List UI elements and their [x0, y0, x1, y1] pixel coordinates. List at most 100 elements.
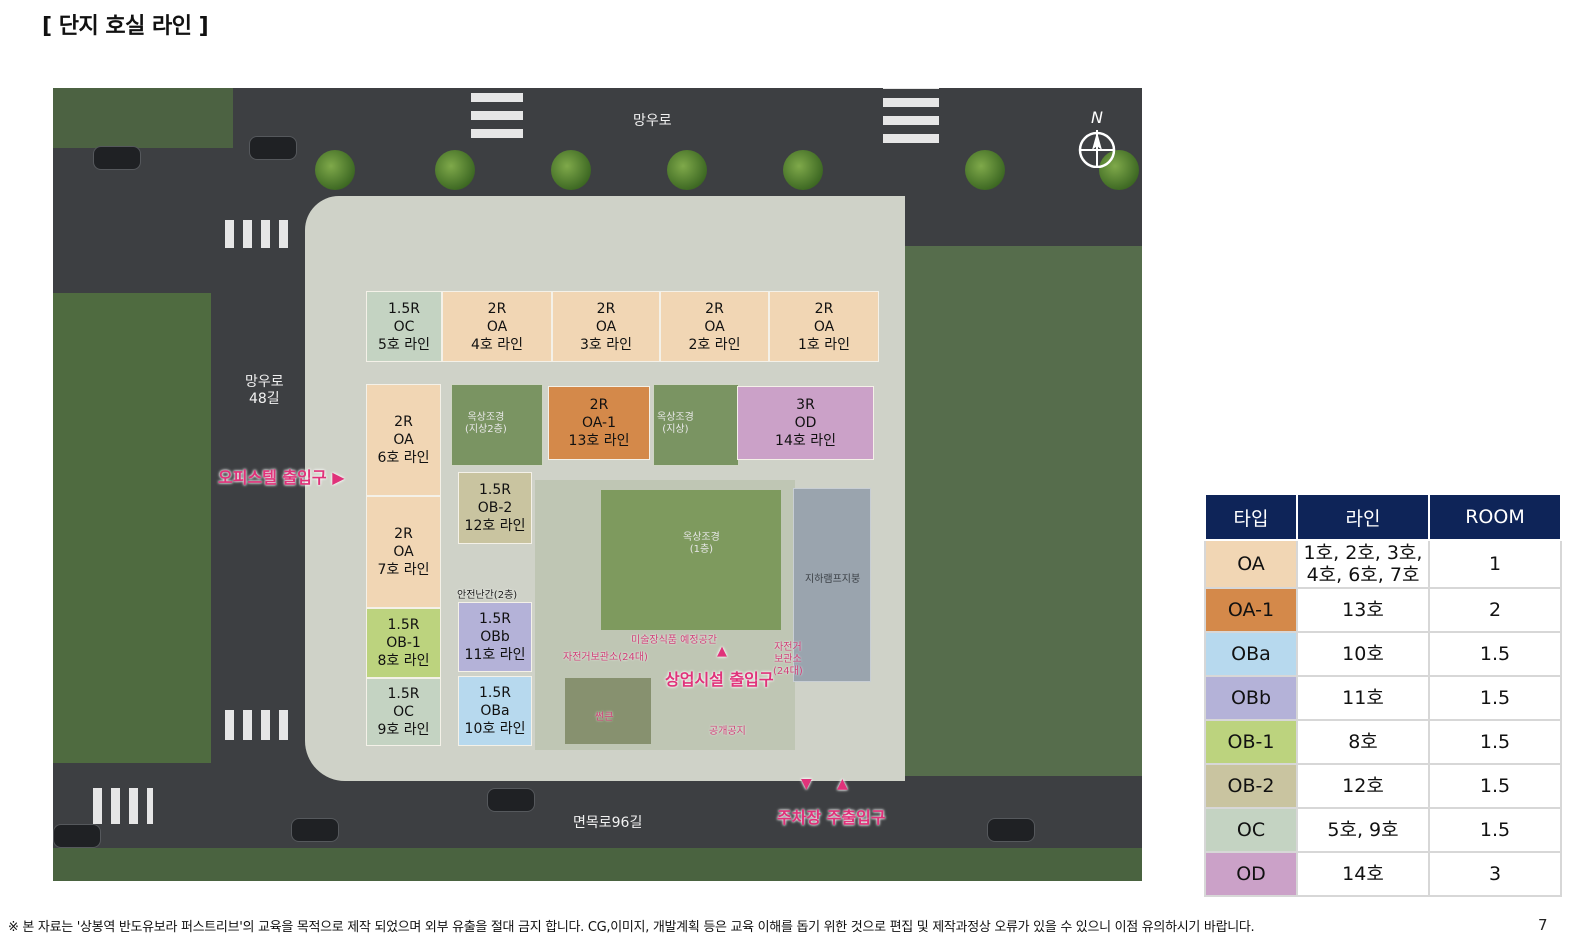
unit-line: 3호 라인: [580, 336, 632, 353]
legend-line: 11호: [1296, 675, 1430, 721]
legend-room: 1.5: [1428, 719, 1562, 765]
unit-line: 7호 라인: [377, 562, 430, 578]
crosswalk: [93, 788, 153, 824]
legend-room: 1: [1428, 539, 1562, 589]
page-number: 7: [1538, 916, 1548, 934]
unit-type: OA-1: [581, 415, 616, 431]
legend-type: OBa: [1204, 631, 1298, 677]
legend-type: OB-2: [1204, 763, 1298, 809]
car: [93, 146, 141, 170]
ramp-roof: [793, 488, 871, 682]
tree: [965, 150, 1005, 190]
unit-line: 9호 라인: [377, 722, 430, 738]
tree: [435, 150, 475, 190]
deck-label: 안전난간(2층): [457, 590, 518, 601]
sunken-area: [565, 678, 651, 744]
car: [487, 788, 535, 812]
crosswalk: [471, 88, 523, 138]
tree: [315, 150, 355, 190]
unit-size: 2R: [589, 397, 609, 413]
bike-parking-label-2: 자전거 보관소 (24대): [773, 642, 803, 678]
unit-type: OD: [794, 415, 817, 431]
disclaimer-footer: ※ 본 자료는 '상봉역 반도유보라 퍼스트리브'의 교육을 목적으로 제작 되…: [8, 920, 1255, 935]
courtyard-garden: [601, 490, 781, 630]
legend-type: OBb: [1204, 675, 1298, 721]
green-field-bottom: [53, 848, 1142, 881]
unit-type: OBb: [480, 629, 510, 645]
parking-entrance: ▼ ▲ 주차장 주출입구: [777, 776, 886, 828]
legend-type: OD: [1204, 851, 1298, 897]
legend-type: OA-1: [1204, 587, 1298, 633]
road-label-bottom: 면목로96길: [573, 815, 643, 831]
crosswalk: [225, 710, 297, 740]
unit-type: OC: [393, 318, 415, 335]
legend-header-row: 타입 라인 ROOM: [1204, 493, 1562, 541]
rooftop-garden-label: 옥상조경 (지상): [657, 412, 694, 436]
tree: [667, 150, 707, 190]
legend-room: 1.5: [1428, 631, 1562, 677]
unit-size: 2R: [705, 300, 724, 317]
unit-line: 13호 라인: [568, 433, 630, 449]
unit-line: 12호 라인: [464, 518, 526, 534]
unit-size: 2R: [394, 526, 413, 542]
unit-type: OA: [595, 318, 617, 335]
green-field-right: [903, 246, 1142, 776]
svg-text:N: N: [1091, 110, 1103, 127]
parking-entrance-label: 주차장 주출입구: [777, 808, 886, 827]
rooftop-garden-label: 옥상조경 (지상2층): [465, 412, 507, 436]
unit-size: 2R: [394, 414, 413, 430]
triangle-arrow-icon: ▲: [717, 644, 727, 659]
ramp-roof-label: 지하램프지붕: [805, 574, 861, 585]
legend-type: OB-1: [1204, 719, 1298, 765]
rooftop-garden-label-line2: (지상2층): [465, 424, 507, 435]
commercial-entrance: ▲ 상업시설 출입구: [665, 644, 774, 690]
legend-header-room: ROOM: [1428, 493, 1562, 541]
rooftop-garden-label-line1: 옥상조경: [657, 412, 694, 423]
rooftop-garden-label-line2: (지상): [662, 424, 689, 435]
legend-line: 1호, 2호, 3호, 4호, 6호, 7호: [1296, 539, 1430, 589]
crosswalk: [225, 220, 297, 248]
road-label-left-line2: 48길: [248, 391, 280, 407]
legend-line: 10호: [1296, 631, 1430, 677]
unit-type: OA: [393, 544, 414, 560]
page-title: [ 단지 호실 라인 ]: [42, 14, 209, 39]
unit-type: OBa: [480, 703, 510, 719]
tree: [551, 150, 591, 190]
legend-line: 5호, 9호: [1296, 807, 1430, 853]
unit-type: OB-2: [477, 500, 513, 516]
sunken-label: 썬큰: [595, 712, 614, 723]
green-field-left: [53, 293, 211, 763]
legend-type: OC: [1204, 807, 1298, 853]
unit-line: 11호 라인: [464, 647, 526, 663]
officetel-entrance-label: 오피스텔 출입구: [218, 468, 327, 487]
unit-line: 8호 라인: [377, 653, 430, 669]
unit-type: OA: [486, 318, 508, 335]
unit-size: 1.5R: [479, 611, 511, 627]
unit-size: 1.5R: [387, 686, 420, 702]
bike-parking-label-2-line3: (24대): [773, 666, 803, 677]
unit-type: OC: [393, 704, 414, 720]
car: [53, 824, 101, 848]
commercial-entrance-label: 상업시설 출입구: [665, 670, 774, 689]
green-field-top-left: [53, 88, 233, 148]
unit-line: 6호 라인: [377, 450, 430, 466]
unit-7-line: 2R OA 7호 라인: [366, 496, 441, 608]
unit-line: 10호 라인: [464, 721, 526, 737]
legend-line: 14호: [1296, 851, 1430, 897]
tree: [783, 150, 823, 190]
art-space-label: 미술장식품 예정공간: [631, 635, 717, 646]
car: [249, 136, 297, 160]
unit-type: OA: [704, 318, 725, 335]
unit-size: 1.5R: [388, 300, 420, 317]
